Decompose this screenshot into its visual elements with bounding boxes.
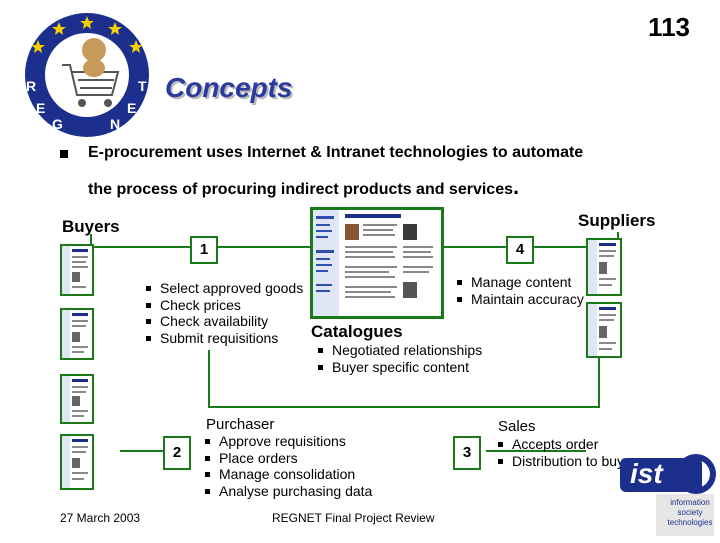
list-item: Check availability	[146, 313, 303, 330]
intro-line-1: E-procurement uses Internet & Intranet t…	[88, 144, 584, 161]
list-item: Place orders	[205, 450, 372, 467]
list-item: Check prices	[146, 297, 303, 314]
list-item: Select approved goods	[146, 280, 303, 297]
sales-list: Accepts order Distribution to buyer	[498, 436, 637, 469]
intro-line-2: the process of procuring indirect produc…	[88, 174, 519, 200]
list-item: Approve requisitions	[205, 433, 372, 450]
connector-step2	[120, 450, 164, 452]
buyer-screenshot-3	[60, 374, 94, 424]
connector-sales-up	[598, 358, 600, 408]
purchaser-heading: Purchaser	[206, 416, 275, 433]
intro-line-2-text: the process of procuring indirect produc…	[88, 181, 513, 198]
list-item: Distribution to buyer	[498, 453, 637, 470]
regnet-letter-t: T	[138, 78, 147, 94]
list-item: Buyer specific content	[318, 359, 482, 376]
list-item: Submit requisitions	[146, 330, 303, 347]
catalogues-heading: Catalogues	[311, 322, 403, 341]
list-item: Maintain accuracy	[457, 291, 584, 308]
regnet-letter-n: N	[110, 116, 121, 132]
step-1-number: 1	[190, 236, 218, 264]
step-2-number: 2	[163, 436, 191, 470]
suppliers-label: Suppliers	[578, 211, 656, 230]
page-title: Concepts	[165, 72, 293, 103]
buyer-screenshot-2	[60, 308, 94, 360]
purchaser-list: Approve requisitions Place orders Manage…	[205, 433, 372, 499]
connector-step3	[486, 450, 586, 452]
sales-heading: Sales	[498, 418, 536, 435]
ist-sub-line: technologies	[667, 518, 713, 527]
intro-bullet-marker	[60, 150, 68, 158]
connector-purchaser-sales	[208, 406, 600, 408]
list-item: Negotiated relationships	[318, 342, 482, 359]
footer-title: REGNET Final Project Review	[272, 511, 435, 525]
ist-logo: ist information society technologies	[616, 452, 718, 538]
connector-buyers-top	[90, 234, 92, 244]
supplier-screenshot-1	[586, 238, 622, 296]
list-item: Manage content	[457, 274, 584, 291]
list-item: Accepts order	[498, 436, 637, 453]
slide-number: 113	[648, 12, 690, 42]
buyer-screenshot-1	[60, 244, 94, 296]
buyer-screenshot-4	[60, 434, 94, 490]
step-3-number: 3	[453, 436, 481, 470]
connector-purchaser-down	[208, 350, 210, 408]
step-4-number: 4	[506, 236, 534, 264]
regnet-letter-e: E	[36, 100, 46, 116]
list-item: Manage consolidation	[205, 466, 372, 483]
regnet-letter-g: G	[52, 116, 63, 132]
catalogues-list: Negotiated relationships Buyer specific …	[318, 342, 482, 375]
list-item: Analyse purchasing data	[205, 483, 372, 500]
intro-period: .	[513, 174, 520, 199]
footer-date: 27 March 2003	[60, 511, 141, 525]
step-4-list: Manage content Maintain accuracy	[457, 274, 584, 307]
step-1-list: Select approved goods Check prices Check…	[146, 280, 303, 346]
ist-logo-text: ist	[630, 458, 663, 489]
regnet-letter-r: R	[26, 78, 37, 94]
supplier-screenshot-2	[586, 302, 622, 358]
ist-logo-subtext: information society technologies	[666, 498, 714, 528]
catalogue-screenshot	[310, 207, 444, 319]
regnet-letter-e2: E	[127, 100, 137, 116]
ist-sub-line: information	[670, 498, 710, 507]
ist-sub-line: society	[677, 508, 703, 517]
buyers-label: Buyers	[62, 217, 120, 236]
regnet-logo: R E G N E T	[12, 10, 162, 140]
